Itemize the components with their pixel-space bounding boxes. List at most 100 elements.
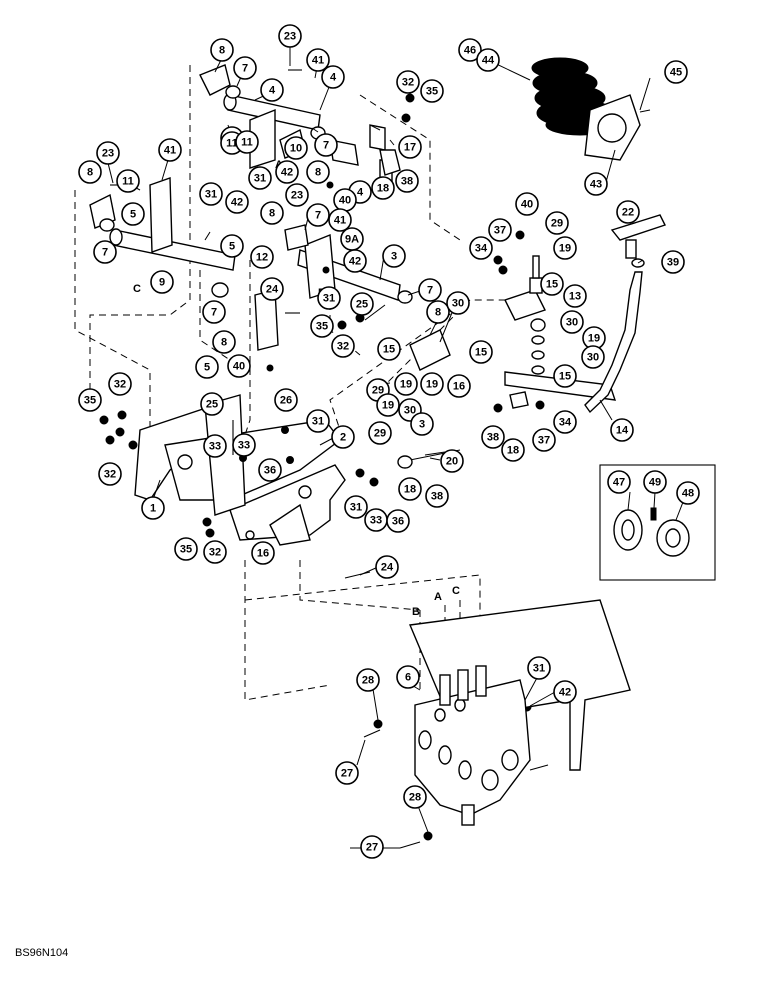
callout-bubble [306, 203, 330, 227]
boot-assembly [531, 57, 651, 161]
callout-bubble [250, 245, 274, 269]
callout-27: 27 [360, 835, 384, 859]
callout-bubble [233, 56, 257, 80]
callout-44: 44 [476, 48, 500, 72]
callout-bubble [108, 372, 132, 396]
callout-15: 15 [553, 364, 577, 388]
callout-bubble [248, 166, 272, 190]
callout-bubble [331, 425, 355, 449]
callout-bubble [260, 201, 284, 225]
callout-41: 41 [306, 48, 330, 72]
callout-number: 8 [269, 208, 275, 220]
callout-bubble [377, 337, 401, 361]
callout-46: 46 [458, 38, 482, 62]
callout-bubble [331, 334, 355, 358]
callout-bubble [616, 200, 640, 224]
callout-bubble [278, 24, 302, 48]
callout-bubble [227, 354, 251, 378]
callout-bubble [210, 38, 234, 62]
callout-32: 32 [203, 540, 227, 564]
callout-bubble [532, 428, 556, 452]
callout-bubble [306, 48, 330, 72]
callout-number: 8 [315, 167, 321, 179]
callout-8: 8 [260, 201, 284, 225]
callout-bubble [96, 141, 120, 165]
callout-26: 26 [274, 388, 298, 412]
callout-number: 5 [130, 209, 136, 221]
callout-40: 40 [227, 354, 251, 378]
callout-number: 5 [204, 362, 210, 374]
callout-bubble [661, 250, 685, 274]
callout-bubble [420, 372, 444, 396]
callout-number: 19 [426, 379, 438, 391]
callout-8: 8 [306, 160, 330, 184]
callout-18: 18 [501, 438, 525, 462]
callout-34: 34 [553, 410, 577, 434]
callout-number: 29 [551, 218, 563, 230]
callout-number: 35 [180, 544, 192, 556]
callout-bubble [563, 284, 587, 308]
shaft-assemblies [89, 64, 413, 351]
callout-7: 7 [418, 278, 442, 302]
callout-18: 18 [371, 176, 395, 200]
callout-16: 16 [447, 374, 471, 398]
callout-number: 18 [507, 445, 519, 457]
callout-bubble [386, 509, 410, 533]
callout-number: 45 [670, 67, 682, 79]
callout-20: 20 [440, 449, 464, 473]
callout-number: 48 [682, 488, 694, 500]
callout-number: 24 [266, 284, 279, 296]
callout-number: 4 [330, 72, 337, 84]
callout-number: 7 [315, 210, 321, 222]
callout-28: 28 [403, 785, 427, 809]
callout-number: 28 [409, 792, 421, 804]
callout-number: 33 [209, 441, 221, 453]
callout-number: 41 [312, 55, 324, 67]
dashed-guide-lines [74, 65, 520, 701]
callout-bubble [375, 555, 399, 579]
callout-7: 7 [93, 240, 117, 264]
callout-number: 12 [256, 252, 268, 264]
callout-30: 30 [446, 291, 470, 315]
callout-number: 31 [254, 173, 266, 185]
callout-bubble [310, 314, 334, 338]
callout-41: 41 [158, 138, 182, 162]
callout-bubble [610, 418, 634, 442]
callout-29: 29 [368, 421, 392, 445]
callout-9a: 9A [340, 227, 364, 251]
callout-number: 8 [219, 45, 225, 57]
callout-31: 31 [306, 409, 330, 433]
callout-bubble [225, 190, 249, 214]
callout-31: 31 [317, 286, 341, 310]
callout-bubble [78, 388, 102, 412]
callout-bubble [376, 393, 400, 417]
callout-8: 8 [210, 38, 234, 62]
callout-bubble [141, 496, 165, 520]
callout-37: 37 [532, 428, 556, 452]
callout-25: 25 [200, 392, 224, 416]
callout-32: 32 [396, 70, 420, 94]
callout-number: 5 [229, 241, 235, 253]
callout-35: 35 [174, 537, 198, 561]
callout-bubble [553, 680, 577, 704]
callout-bubble [260, 78, 284, 102]
callout-number: 42 [281, 167, 293, 179]
section-label-c-valve: C [452, 585, 460, 597]
callout-number: 16 [453, 381, 465, 393]
callout-number: 30 [404, 405, 416, 417]
callout-number: 28 [362, 675, 374, 687]
callout-number: 8 [435, 307, 441, 319]
callout-number: 19 [559, 243, 571, 255]
callout-number: 15 [383, 344, 395, 356]
callout-bubble [251, 541, 275, 565]
callout-bubble [121, 202, 145, 226]
callout-number: 38 [401, 176, 413, 188]
callout-number: 29 [374, 428, 386, 440]
callout-35: 35 [78, 388, 102, 412]
callout-bubble [220, 234, 244, 258]
callout-bubble [476, 48, 500, 72]
callout-number: 23 [102, 148, 114, 160]
callout-number: 32 [104, 469, 116, 481]
callout-number: 32 [337, 341, 349, 353]
callout-number: 34 [559, 417, 572, 429]
